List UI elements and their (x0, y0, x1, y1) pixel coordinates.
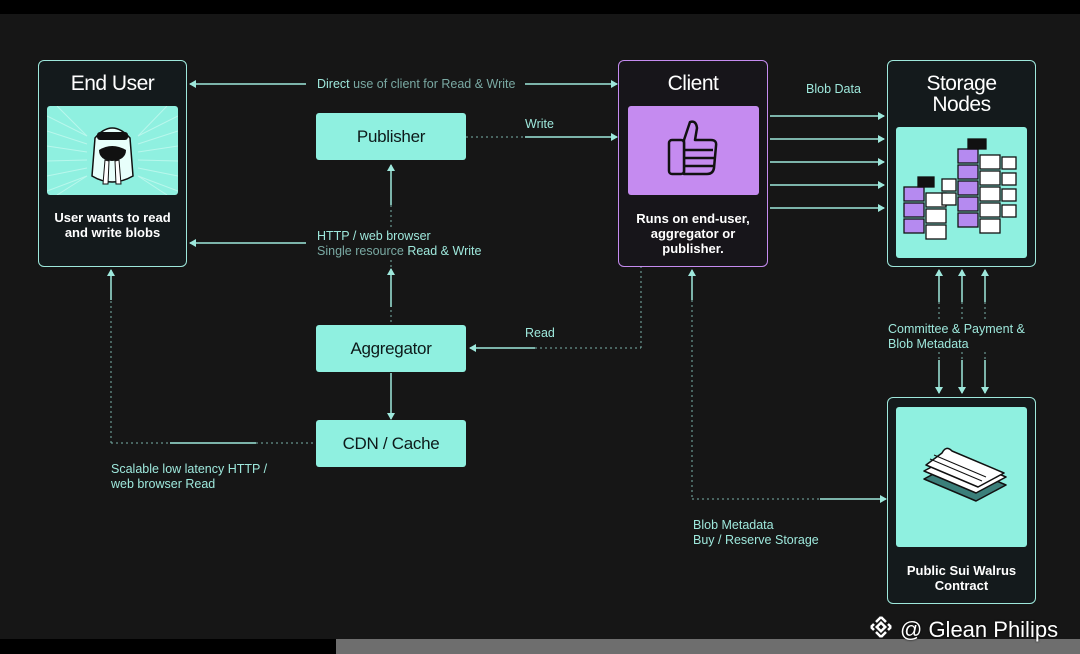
aggregator-node: Aggregator (316, 325, 466, 372)
walrus-user-illustration (47, 106, 178, 195)
http-line2-strong: Read & Write (407, 244, 482, 258)
client-node: Client Runs on end-user, aggregator or p… (618, 60, 768, 267)
direct-use-label: Direct use of client for Read & Write (317, 77, 515, 92)
http-line2-dim: Single resource (317, 244, 408, 258)
binance-logo-icon (868, 614, 894, 646)
watermark-text: @ Glean Philips (900, 617, 1059, 642)
end-user-title: End User (70, 72, 155, 95)
committee-label-line1: Committee & Payment & (888, 322, 1025, 336)
contract-description: Public Sui Walrus Contract (906, 563, 1017, 593)
client-description: Runs on end-user, aggregator or publishe… (636, 211, 750, 256)
watermark: @ Glean Philips (868, 614, 1058, 646)
cdn-cache-node: CDN / Cache (316, 420, 466, 467)
write-label: Write (525, 117, 554, 131)
blob-metadata-label-line1: Blob Metadata (693, 518, 774, 532)
storage-nodes-title-line1: Storage (926, 72, 997, 95)
sui-contract-node: Public Sui Walrus Contract (887, 397, 1036, 604)
storage-cubes-illustration (896, 127, 1027, 258)
blob-data-label: Blob Data (806, 82, 861, 96)
bottom-bar (0, 639, 336, 654)
bottom-bar-gray (336, 639, 1080, 654)
read-label: Read (525, 326, 555, 340)
scalable-label-line1: Scalable low latency HTTP / (111, 462, 268, 476)
direct-strong-label: Direct (317, 77, 350, 91)
blob-metadata-label-line2: Buy / Reserve Storage (693, 533, 819, 547)
end-user-node: End User User wants to read and write bl… (38, 60, 187, 267)
direct-rest-label: use of client for Read & Write (349, 77, 516, 91)
scalable-label-line2: web browser Read (111, 477, 216, 491)
committee-label-line2: Blob Metadata (888, 337, 969, 351)
http-label-line1: HTTP / web browser (317, 229, 431, 243)
client-title: Client (667, 72, 719, 95)
http-label-line2: Single resource Read & Write (317, 244, 481, 259)
contract-layers-illustration (896, 407, 1027, 547)
thumbs-up-icon (628, 106, 759, 195)
end-user-description: User wants to read and write blobs (54, 210, 171, 240)
storage-nodes-title-line2: Nodes (932, 93, 991, 116)
storage-nodes-node: Storage Nodes (887, 60, 1036, 267)
publisher-node: Publisher (316, 113, 466, 160)
